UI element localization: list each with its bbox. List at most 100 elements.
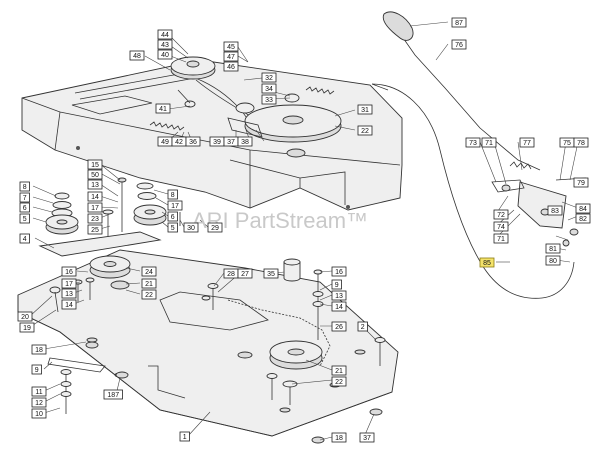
callout-c32[interactable]: 32 [261, 72, 277, 83]
callout-c75[interactable]: 75 [559, 137, 575, 148]
callout-c48[interactable]: 48 [129, 50, 145, 61]
callout-c9b[interactable]: 9 [31, 364, 42, 375]
callout-box [359, 432, 375, 443]
callout-c36[interactable]: 36 [185, 136, 201, 147]
callout-c8a[interactable]: 8 [19, 181, 30, 192]
callout-c79[interactable]: 79 [573, 177, 589, 188]
callout-c73[interactable]: 73 [465, 137, 481, 148]
callout-c21b[interactable]: 21 [331, 365, 347, 376]
callout-c22a[interactable]: 22 [357, 125, 373, 136]
callout-box [185, 136, 201, 147]
callout-box [575, 213, 591, 224]
callout-c14c[interactable]: 14 [331, 301, 347, 312]
callout-c22c[interactable]: 22 [331, 376, 347, 387]
callout-c187[interactable]: 187 [103, 389, 123, 400]
callout-c33[interactable]: 33 [261, 94, 277, 105]
callout-c85[interactable]: 85 [479, 257, 495, 268]
callout-c14b[interactable]: 14 [61, 299, 77, 310]
callout-c40[interactable]: 40 [157, 49, 173, 60]
callout-number: 48 [133, 53, 141, 60]
callout-c14a[interactable]: 14 [87, 191, 103, 202]
callout-c30[interactable]: 30 [183, 222, 199, 233]
callout-c10[interactable]: 10 [31, 408, 47, 419]
callout-number: 78 [577, 140, 585, 147]
callout-number: 21 [145, 281, 153, 288]
callout-c29[interactable]: 29 [207, 222, 223, 233]
callout-c44[interactable]: 44 [157, 29, 173, 40]
callout-c42[interactable]: 42 [171, 136, 187, 147]
callout-c13b[interactable]: 13 [61, 288, 77, 299]
callout-c28[interactable]: 28 [223, 268, 239, 279]
left-hardware-stack [38, 177, 181, 257]
callout-c4[interactable]: 4 [19, 233, 30, 244]
callout-c9a[interactable]: 9 [331, 279, 342, 290]
callout-c38[interactable]: 38 [237, 136, 253, 147]
callout-c24[interactable]: 24 [141, 266, 157, 277]
callout-box [167, 200, 183, 211]
callout-c21a[interactable]: 21 [141, 278, 157, 289]
callout-c5b[interactable]: 5 [167, 222, 178, 233]
callout-c43[interactable]: 43 [157, 39, 173, 50]
callout-c80[interactable]: 80 [545, 255, 561, 266]
callout-c2[interactable]: 2 [357, 321, 368, 332]
callout-c11[interactable]: 11 [31, 386, 47, 397]
callout-c16a[interactable]: 16 [61, 266, 77, 277]
callout-c31[interactable]: 31 [357, 104, 373, 115]
callout-c15[interactable]: 15 [87, 159, 103, 170]
callout-c17a[interactable]: 17 [87, 202, 103, 213]
callout-c71b[interactable]: 71 [493, 233, 509, 244]
callout-c78[interactable]: 78 [573, 137, 589, 148]
callout-c1[interactable]: 1 [179, 431, 190, 442]
callout-c20[interactable]: 20 [17, 311, 33, 322]
callout-c25[interactable]: 25 [87, 224, 103, 235]
shift-lever [382, 11, 541, 171]
callout-c6a[interactable]: 6 [19, 202, 30, 213]
callout-c13a[interactable]: 13 [87, 179, 103, 190]
callout-c34[interactable]: 34 [261, 83, 277, 94]
callout-c17c[interactable]: 17 [61, 278, 77, 289]
callout-c50[interactable]: 50 [87, 169, 103, 180]
callout-box [19, 181, 30, 192]
callout-c13c[interactable]: 13 [331, 290, 347, 301]
callout-c37[interactable]: 37 [223, 136, 239, 147]
callout-c47[interactable]: 47 [223, 51, 239, 62]
callout-c5a[interactable]: 5 [19, 213, 30, 224]
callout-box [31, 344, 47, 355]
callout-box [331, 266, 347, 277]
callout-c87[interactable]: 87 [451, 17, 467, 28]
callout-c46[interactable]: 46 [223, 61, 239, 72]
callout-c16b[interactable]: 16 [331, 266, 347, 277]
callout-c12[interactable]: 12 [31, 397, 47, 408]
callout-c37b[interactable]: 37 [359, 432, 375, 443]
callout-c72[interactable]: 72 [493, 209, 509, 220]
callout-c8b[interactable]: 8 [167, 189, 178, 200]
callout-c7[interactable]: 7 [19, 192, 30, 203]
callout-c27[interactable]: 27 [237, 268, 253, 279]
callout-number: 43 [161, 42, 169, 49]
callout-c82[interactable]: 82 [575, 213, 591, 224]
callout-c84[interactable]: 84 [575, 203, 591, 214]
callout-c18a[interactable]: 18 [31, 344, 47, 355]
callout-c18b[interactable]: 18 [331, 432, 347, 443]
callout-c81[interactable]: 81 [545, 243, 561, 254]
callout-c26[interactable]: 26 [331, 321, 347, 332]
callout-c6b[interactable]: 6 [167, 211, 178, 222]
callout-number: 33 [265, 97, 273, 104]
pulley-assembly-upper [170, 56, 342, 143]
callout-c49[interactable]: 49 [157, 136, 173, 147]
callout-c71[interactable]: 71 [481, 137, 497, 148]
callout-c41[interactable]: 41 [155, 103, 171, 114]
callout-c23[interactable]: 23 [87, 213, 103, 224]
callout-number: 73 [469, 140, 477, 147]
callout-c45[interactable]: 45 [223, 41, 239, 52]
callout-number: 84 [579, 206, 587, 213]
callout-c74[interactable]: 74 [493, 221, 509, 232]
callout-c76[interactable]: 76 [451, 39, 467, 50]
callout-c83[interactable]: 83 [547, 205, 563, 216]
callout-c35[interactable]: 35 [263, 268, 279, 279]
callout-c22b[interactable]: 22 [141, 289, 157, 300]
callout-c19[interactable]: 19 [19, 322, 35, 333]
callout-c39[interactable]: 39 [209, 136, 225, 147]
callout-c77[interactable]: 77 [519, 137, 535, 148]
callout-c17b[interactable]: 17 [167, 200, 183, 211]
